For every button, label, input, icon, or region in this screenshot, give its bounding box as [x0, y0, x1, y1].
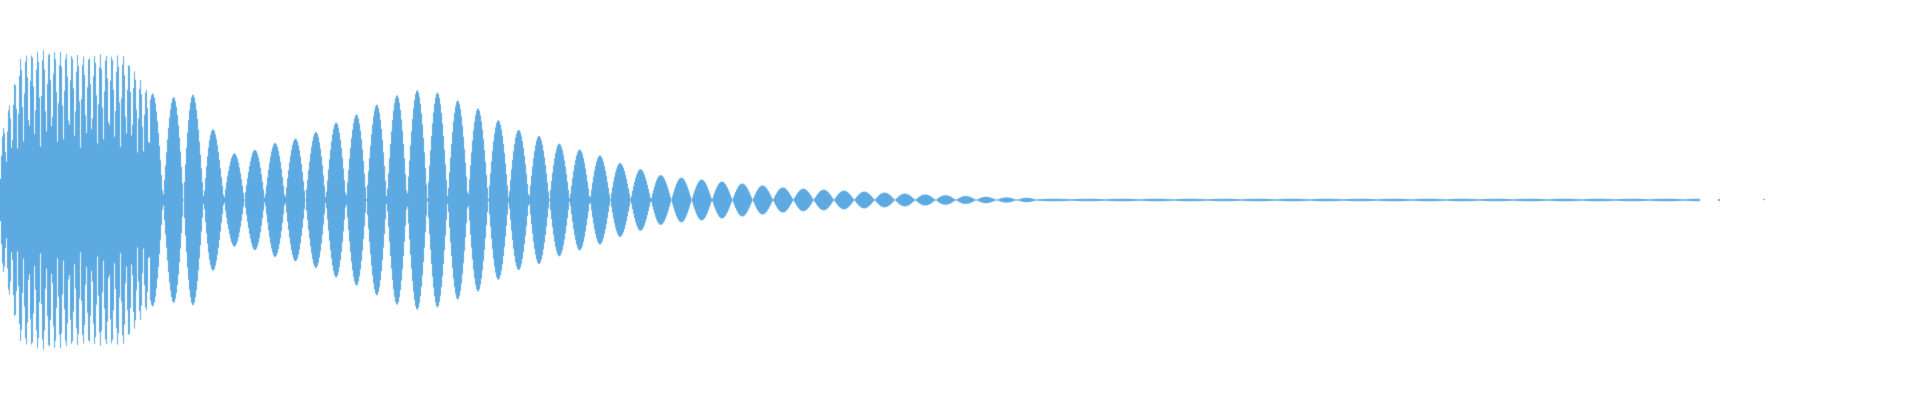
audio-waveform [0, 0, 1920, 400]
audio-waveform-track[interactable] [0, 0, 1920, 400]
